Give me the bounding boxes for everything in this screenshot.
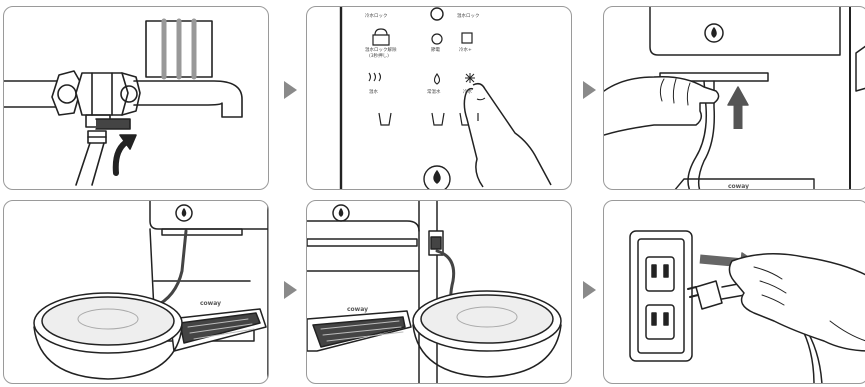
faucet-valve-illustration	[4, 7, 269, 190]
unplug-illustration	[604, 201, 865, 384]
row2-label-3: 冷水	[463, 88, 472, 95]
step-panel-1	[3, 6, 269, 190]
brand-logo-3: coway	[347, 306, 368, 313]
step-panel-3: coway	[603, 6, 865, 190]
row2-label-2: 常温水	[427, 88, 441, 95]
row2-label-1: 温水	[369, 88, 378, 95]
control-panel-illustration: 冷水ロック 温水ロック 温水ロック解除 (3秒押し) 節電 冷水+ 温水 常温水…	[307, 7, 572, 190]
drain-tube-pull-illustration: coway	[604, 7, 865, 190]
step-arrow-1	[284, 81, 297, 99]
side-drain-illustration: coway	[307, 201, 572, 384]
btn1-label-b: (3秒押し)	[369, 52, 389, 59]
step-arrow-2	[583, 81, 596, 99]
brand-logo-2: coway	[200, 300, 221, 307]
step-panel-6	[603, 200, 865, 384]
step-arrow-4	[583, 281, 596, 299]
bowl-drain-illustration: coway	[4, 201, 269, 384]
btn1-label-a: 温水ロック解除	[365, 46, 397, 53]
btn2-label: 節電	[431, 46, 440, 53]
step-panel-2: 冷水ロック 温水ロック 温水ロック解除 (3秒押し) 節電 冷水+ 温水 常温水…	[306, 6, 572, 190]
btn3-label: 冷水+	[459, 46, 472, 53]
label-right-top: 温水ロック	[457, 12, 480, 19]
step-panel-4: coway	[3, 200, 269, 384]
brand-logo-1: coway	[728, 183, 749, 190]
step-panel-5: coway	[306, 200, 572, 384]
label-left-top: 冷水ロック	[365, 12, 388, 19]
step-arrow-3	[284, 281, 297, 299]
